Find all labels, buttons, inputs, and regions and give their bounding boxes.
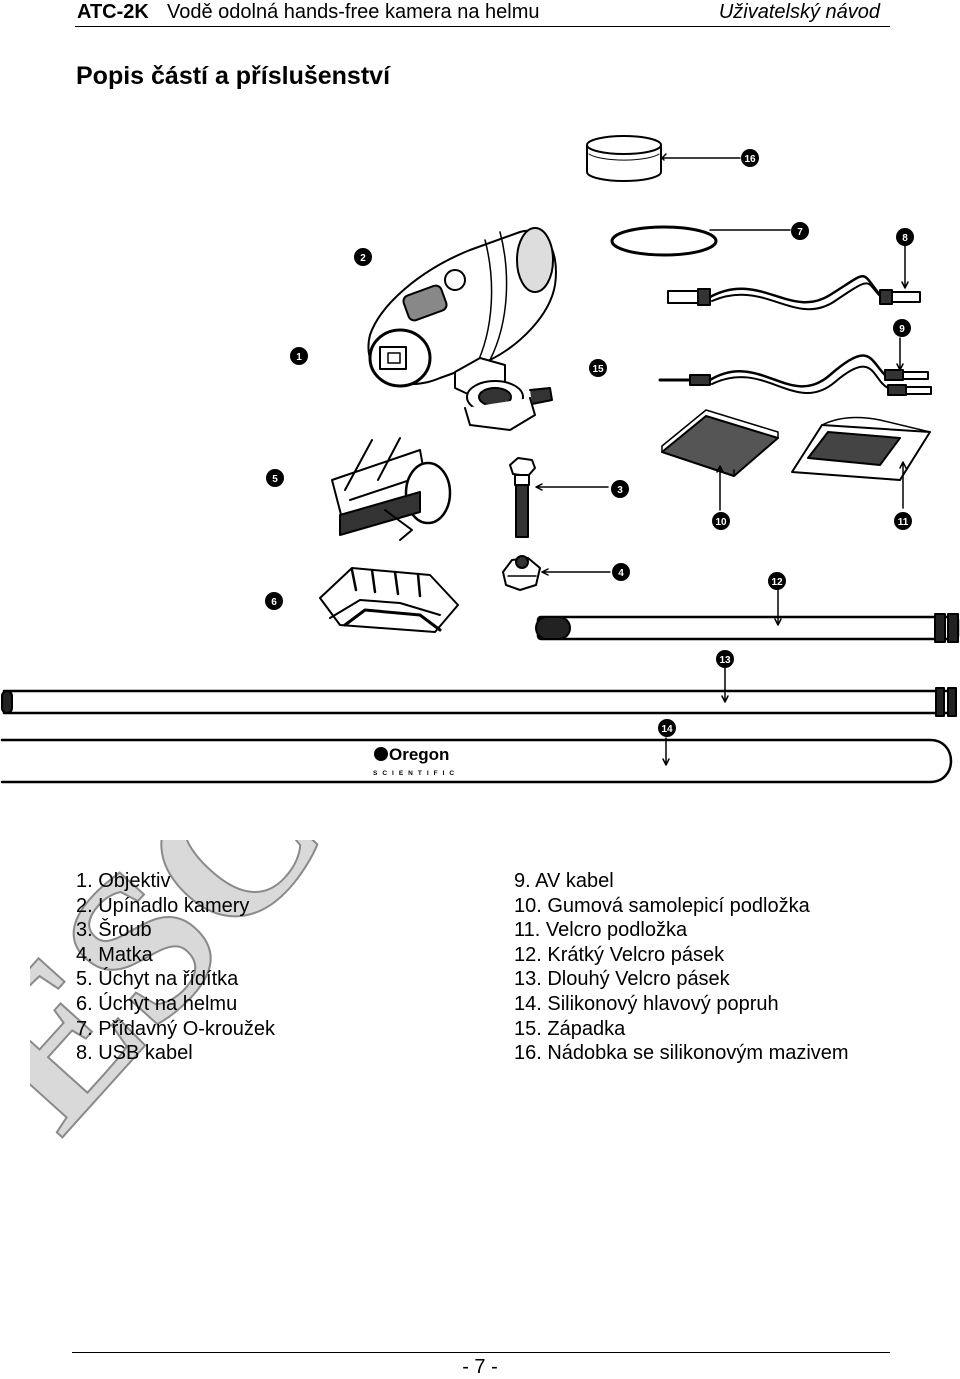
callout-4: 4 [612,563,630,581]
page-header: ATC-2K Vodě odolná hands-free kamera na … [75,0,890,28]
o-ring-illustration [610,225,718,257]
list-item: 14. Silikonový hlavový popruh [514,992,779,1015]
callout-5: 5 [266,469,284,487]
list-item: 1. Objektiv [76,870,171,892]
header-rule [75,26,890,27]
svg-text:13: 13 [719,655,731,666]
svg-text:12: 12 [771,577,783,588]
callout-10: 10 [712,512,730,530]
logo-text: Oregon [389,745,449,764]
document-type: Uživatelský návod [718,1,880,23]
list-item: 5. Úchyt na řídítka [76,968,239,991]
svg-text:1: 1 [296,352,302,363]
helmet-mount-illustration [319,567,459,633]
long-strap-illustration [1,687,957,717]
callout-3: 3 [611,480,629,498]
svg-text:10: 10 [715,517,727,528]
svg-text:8: 8 [902,233,908,244]
svg-text:6: 6 [271,597,277,608]
list-item: 8. USB kabel [76,1042,193,1065]
list-item: 2. Upínadlo kamery [76,894,250,917]
parts-diagram: Oregon SCIENTIFIC 1 2 3 4 5 6 7 8 9 10 1… [0,135,960,784]
callout-15: 15 [589,359,607,377]
logo-subtext: SCIENTIFIC [373,770,459,777]
list-item: 11. Velcro podložka [514,919,688,942]
list-item: 3. Šroub [76,919,152,942]
svg-text:11: 11 [898,517,909,528]
av-cable-illustration [658,354,932,396]
oregon-logo: Oregon SCIENTIFIC [373,745,459,777]
callout-9: 9 [893,319,911,337]
callout-6: 6 [265,592,283,610]
callout-7: 7 [791,222,809,240]
list-item: 9. AV kabel [514,870,614,892]
svg-text:4: 4 [618,568,624,579]
svg-text:9: 9 [899,324,905,335]
callout-2: 2 [354,248,372,266]
svg-text:7: 7 [797,227,803,238]
list-item: 13. Dlouhý Velcro pásek [514,968,730,991]
grease-container-illustration [586,135,662,182]
list-item: 6. Úchyt na helmu [76,992,238,1015]
list-item: 16. Nádobka se silikonovým mazivem [514,1042,849,1065]
svg-text:16: 16 [744,154,756,165]
product-name: Vodě odolná hands-free kamera na helmu [167,1,540,23]
callout-8: 8 [896,228,914,246]
callout-16: 16 [741,149,759,167]
list-item: 15. Západka [514,1017,626,1040]
callout-12: 12 [768,572,786,590]
svg-text:14: 14 [661,724,673,735]
callout-13: 13 [716,650,734,668]
callout-11: 11 [894,512,912,530]
usb-cable-illustration [667,275,921,311]
velcro-pad-illustration [791,416,931,481]
callout-1: 1 [290,347,308,365]
head-strap-illustration [0,738,953,784]
callout-14: 14 [658,719,676,737]
list-item: 7. Přídavný O-kroužek [76,1017,275,1040]
svg-text:15: 15 [592,364,604,375]
parts-list-right: 9. AV kabel 10. Gumová samolepicí podlož… [514,869,849,1066]
footer-rule [72,1352,890,1353]
nut-illustration [502,555,541,591]
list-item: 4. Matka [76,943,153,966]
handlebar-mount-illustration [331,437,452,541]
parts-list-left: 1. Objektiv 2. Upínadlo kamery 3. Šroub … [76,869,275,1066]
section-title: Popis částí a příslušenství [76,62,391,90]
list-item: 10. Gumová samolepicí podložka [514,894,810,917]
list-item: 12. Krátký Velcro pásek [514,943,725,966]
svg-text:2: 2 [360,253,366,264]
page-number: - 7 - [462,1356,498,1378]
screw-illustration [509,457,536,538]
model-name: ATC-2K [77,1,149,23]
svg-text:5: 5 [272,474,278,485]
short-strap-illustration [535,613,960,643]
latch-illustration [454,357,553,431]
svg-text:3: 3 [617,485,623,496]
camera-illustration [367,227,557,431]
